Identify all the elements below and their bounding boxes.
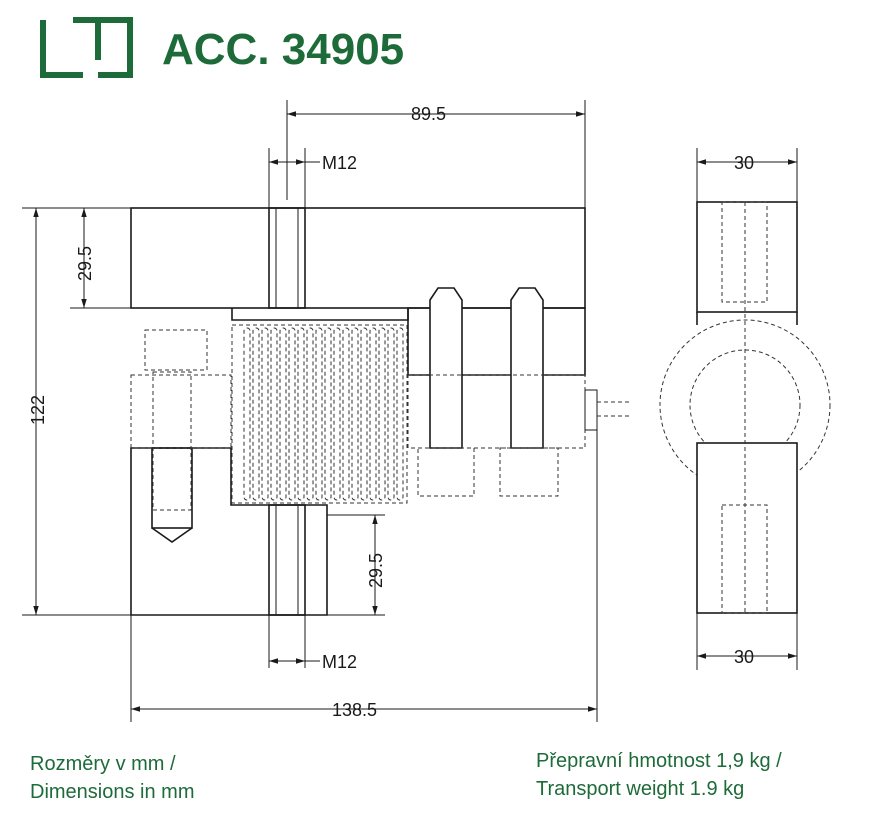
dim-height-right: 29.5 (366, 553, 386, 588)
dim-overall-width: 138.5 (332, 700, 377, 720)
bellows-rib (306, 327, 314, 501)
dim-overall-height: 122 (28, 395, 48, 425)
dim-thread-top: M12 (322, 153, 357, 173)
note-weight-en: Transport weight 1.9 kg (536, 778, 744, 800)
dimension-lines (22, 100, 798, 722)
bellows-rib (333, 327, 341, 501)
dim-side-bottom: 30 (734, 647, 754, 667)
bellows-rib (378, 327, 386, 501)
bellows-rib (324, 327, 332, 501)
note-dimensions-en: Dimensions in mm (30, 781, 194, 803)
side-view (659, 201, 831, 614)
load-cell-bellows (231, 324, 408, 504)
thread-bore-top (268, 207, 306, 309)
bellows-rib (261, 327, 269, 501)
dim-side-top: 30 (734, 153, 754, 173)
bellows-rib (315, 327, 323, 501)
page-title: ACC. 34905 (162, 25, 404, 74)
left-bolt (130, 329, 232, 543)
bellows-rib (288, 327, 296, 501)
front-view (130, 207, 630, 616)
bellows-rib (252, 327, 260, 501)
dimension-labels: 89.5 M12 29.5 122 29.5 M12 138.5 30 30 (28, 104, 754, 720)
side-bottom-block (696, 442, 798, 614)
bellows-rib (342, 327, 350, 501)
tu-logo-icon (40, 17, 133, 78)
bellows-rib (396, 327, 404, 501)
bellows-rib (279, 327, 287, 501)
side-top-block (696, 201, 798, 313)
bellows-rib (351, 327, 359, 501)
note-dimensions-cz: Rozměry v mm / (30, 753, 176, 775)
dim-top-width: 89.5 (411, 104, 446, 124)
bellows-rib (243, 327, 251, 501)
dim-height-left: 29.5 (75, 246, 95, 281)
thread-bore-bottom (268, 504, 306, 616)
bellows-rib (360, 327, 368, 501)
dim-thread-bottom: M12 (322, 652, 357, 672)
bellows-rib (297, 327, 305, 501)
bellows-rib (387, 327, 395, 501)
right-screws (407, 287, 630, 497)
top-block (130, 207, 586, 309)
footer-notes: Rozměry v mm / Dimensions in mm Přepravn… (30, 750, 782, 803)
note-weight-cz: Přepravní hmotnost 1,9 kg / (536, 750, 782, 772)
bellows-rib (369, 327, 377, 501)
bellows-rib (270, 327, 278, 501)
